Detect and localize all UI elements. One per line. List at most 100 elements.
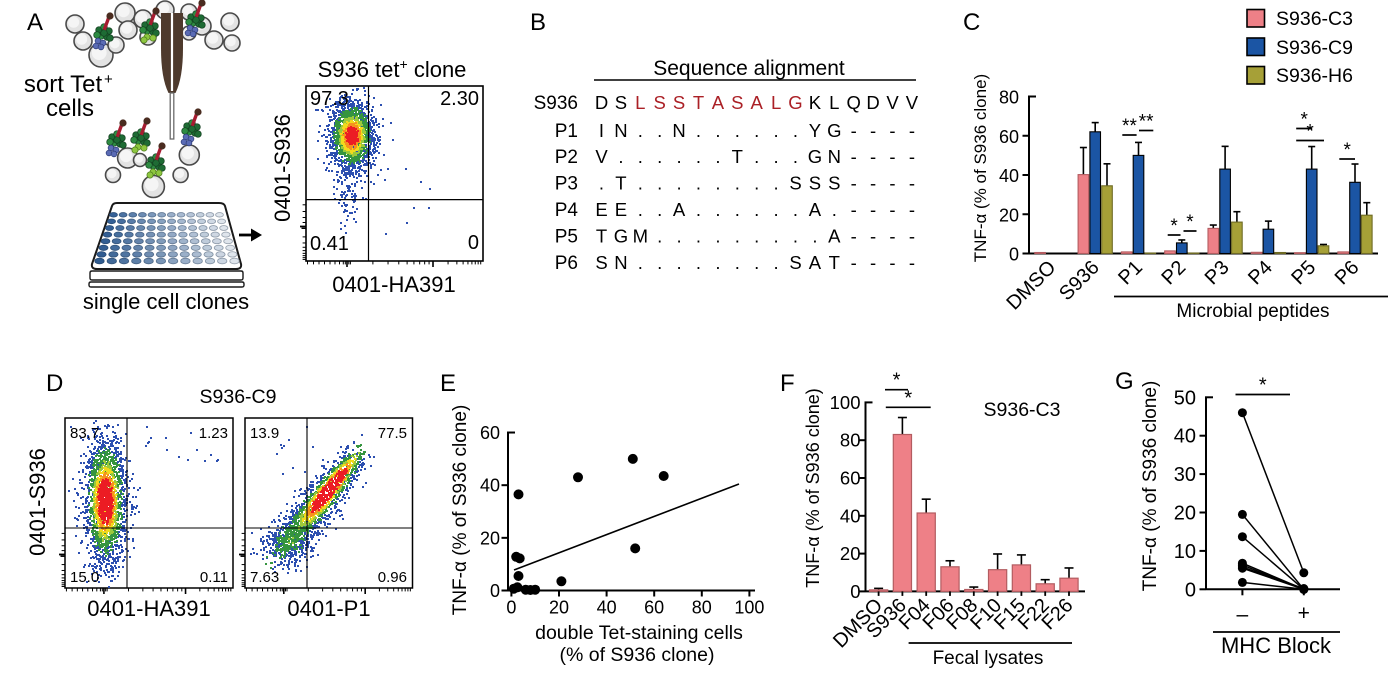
svg-text:2.30: 2.30: [440, 88, 479, 110]
svg-text:C: C: [963, 9, 980, 36]
svg-text:-: -: [909, 226, 915, 247]
svg-text:Microbial peptides: Microbial peptides: [1176, 301, 1329, 322]
svg-text:13.9: 13.9: [250, 425, 279, 442]
svg-text:*: *: [1306, 122, 1314, 143]
svg-text:*: *: [1259, 375, 1267, 397]
svg-text:-: -: [870, 173, 876, 194]
svg-text:0.96: 0.96: [378, 569, 407, 586]
svg-text:N: N: [614, 252, 627, 273]
svg-text:-: -: [889, 173, 895, 194]
svg-text:.: .: [696, 173, 701, 194]
svg-text:S936-C3: S936-C3: [984, 399, 1061, 421]
svg-text:L: L: [635, 92, 645, 113]
svg-text:TNF-α (% of S936 clone): TNF-α (% of S936 clone): [450, 405, 471, 616]
svg-text:*: *: [904, 387, 912, 409]
svg-text:20: 20: [999, 205, 1019, 225]
svg-text:83.7: 83.7: [70, 425, 99, 442]
svg-text:I: I: [599, 120, 604, 141]
svg-text:.: .: [657, 199, 662, 220]
svg-text:S: S: [731, 92, 743, 113]
svg-text:.: .: [735, 252, 740, 273]
svg-text:A: A: [712, 92, 725, 113]
svg-text:40: 40: [840, 505, 861, 526]
svg-text:**: **: [1122, 116, 1137, 137]
svg-text:M: M: [633, 226, 648, 247]
svg-text:80: 80: [999, 88, 1019, 108]
svg-text:Y: Y: [809, 120, 821, 141]
svg-text:.: .: [618, 146, 623, 167]
svg-text:30: 30: [1174, 464, 1196, 486]
svg-text:-: -: [889, 120, 895, 141]
svg-text:D: D: [595, 92, 608, 113]
svg-text:-: -: [851, 226, 857, 247]
svg-text:0401-HA391: 0401-HA391: [332, 272, 456, 297]
svg-text:F: F: [780, 370, 795, 397]
svg-text:0401-P1: 0401-P1: [287, 596, 370, 621]
svg-text:E: E: [595, 199, 607, 220]
svg-text:S936-C9: S936-C9: [200, 386, 277, 408]
svg-text:.: .: [754, 226, 759, 247]
svg-text:0401-HA391: 0401-HA391: [87, 596, 211, 621]
svg-text:K: K: [809, 92, 822, 113]
svg-text:0: 0: [468, 232, 479, 254]
svg-text:.: .: [735, 173, 740, 194]
svg-text:N: N: [672, 120, 685, 141]
svg-text:A: A: [751, 92, 764, 113]
svg-text:.: .: [638, 173, 643, 194]
svg-text:S: S: [789, 252, 801, 273]
svg-text:20: 20: [840, 543, 861, 564]
svg-text:V: V: [906, 92, 919, 113]
svg-text:.: .: [715, 199, 720, 220]
svg-text:0: 0: [1009, 245, 1019, 265]
svg-text:1.23: 1.23: [199, 425, 228, 442]
svg-text:.: .: [657, 146, 662, 167]
svg-text:.: .: [774, 252, 779, 273]
svg-text:–: –: [1237, 603, 1249, 626]
svg-text:-: -: [909, 173, 915, 194]
svg-text:.: .: [715, 173, 720, 194]
svg-text:.: .: [657, 252, 662, 273]
svg-text:40: 40: [480, 476, 500, 496]
svg-text:*: *: [1186, 212, 1194, 233]
svg-text:G: G: [788, 92, 802, 113]
svg-text:-: -: [889, 199, 895, 220]
svg-text:40: 40: [1174, 426, 1196, 448]
svg-text:*: *: [893, 370, 901, 392]
svg-text:T: T: [615, 173, 626, 194]
svg-text:40: 40: [597, 598, 617, 618]
svg-text:S: S: [595, 252, 607, 273]
svg-text:.: .: [754, 173, 759, 194]
svg-text:P3: P3: [555, 174, 578, 195]
svg-text:**: **: [1139, 112, 1154, 133]
svg-text:T: T: [829, 252, 840, 273]
svg-text:T: T: [732, 146, 743, 167]
svg-text:TNF-α (% of S936 clone): TNF-α (% of S936 clone): [971, 74, 990, 262]
svg-text:-: -: [851, 173, 857, 194]
svg-text:.: .: [793, 120, 798, 141]
svg-text:20: 20: [1174, 503, 1196, 525]
svg-text:S936-H6: S936-H6: [1276, 65, 1353, 87]
svg-text:S: S: [615, 92, 627, 113]
svg-text:sort Tet: sort Tet: [24, 71, 103, 98]
svg-text:S: S: [828, 173, 840, 194]
svg-text:S: S: [673, 92, 685, 113]
svg-text:60: 60: [840, 468, 861, 489]
svg-text:V: V: [886, 92, 899, 113]
svg-text:V: V: [595, 146, 608, 167]
svg-text:77.5: 77.5: [378, 425, 407, 442]
svg-text:.: .: [832, 199, 837, 220]
svg-text:S936: S936: [534, 93, 578, 114]
svg-text:*: *: [1300, 110, 1308, 131]
svg-text:.: .: [657, 120, 662, 141]
svg-text:.: .: [638, 199, 643, 220]
svg-text:10: 10: [1174, 541, 1196, 563]
svg-text:-: -: [909, 146, 915, 167]
svg-text:7.63: 7.63: [250, 569, 279, 586]
svg-text:0: 0: [850, 581, 860, 602]
svg-text:.: .: [638, 120, 643, 141]
svg-text:.: .: [696, 199, 701, 220]
svg-text:40: 40: [999, 166, 1019, 186]
svg-text:0.41: 0.41: [310, 233, 349, 255]
svg-text:20: 20: [480, 528, 500, 548]
svg-text:60: 60: [644, 598, 664, 618]
